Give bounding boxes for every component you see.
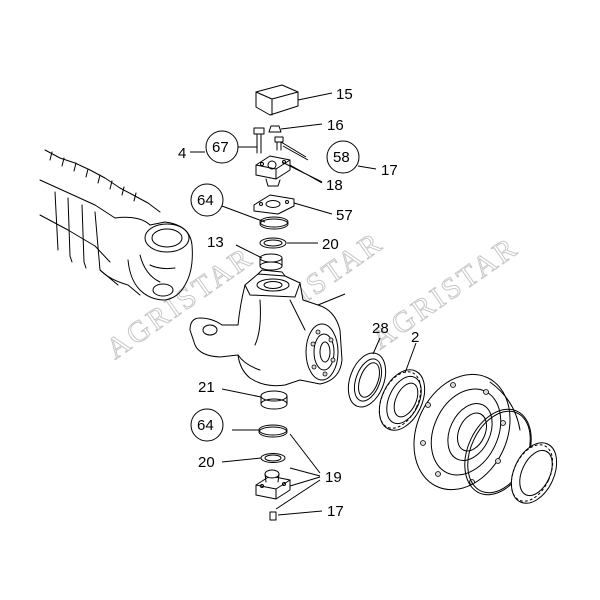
label-15: 15 — [336, 86, 353, 103]
part-19-lower-flange — [255, 469, 291, 500]
label-4: 4 — [178, 145, 186, 162]
part-16-nipple — [268, 125, 282, 133]
outer-bearing — [510, 442, 558, 504]
label-17-lower: 17 — [327, 503, 344, 520]
label-64-upper: 64 — [197, 192, 214, 209]
label-18: 18 — [326, 177, 343, 194]
part-67-bolt — [253, 127, 265, 154]
wheel-hub — [413, 373, 521, 491]
part-28-seal — [347, 352, 387, 408]
part-2-bearing — [378, 369, 426, 431]
part-17-lower-nipple — [269, 511, 277, 521]
label-16: 16 — [327, 117, 344, 134]
label-2: 2 — [411, 329, 419, 346]
label-20-upper: 20 — [322, 236, 339, 253]
part-labels: 15 16 4 67 58 17 18 64 57 13 20 28 2 21 … — [178, 86, 419, 520]
label-19: 19 — [325, 469, 342, 486]
label-13: 13 — [207, 234, 224, 251]
part-20-upper-seal — [259, 237, 287, 249]
part-64-lower-ring — [258, 424, 288, 438]
part-15-cover — [255, 84, 299, 116]
part-57-shim — [253, 194, 295, 215]
part-58-bolts — [274, 136, 284, 151]
label-64-lower: 64 — [197, 417, 214, 434]
part-21-lower-bearing — [260, 390, 288, 410]
leader-lines — [190, 92, 417, 516]
axle-housing — [39, 149, 193, 301]
part-64-upper-ring — [259, 216, 289, 230]
part-18-upper-flange — [255, 155, 291, 187]
label-21: 21 — [198, 379, 215, 396]
steering-knuckle — [189, 269, 343, 387]
label-17-upper: 17 — [381, 162, 398, 179]
label-57: 57 — [336, 207, 353, 224]
label-20-lower: 20 — [198, 454, 215, 471]
circled-callouts — [190, 130, 360, 442]
watermark-3: AGRISTAR — [365, 230, 525, 355]
part-13-bearing — [259, 253, 283, 271]
label-28: 28 — [372, 320, 389, 337]
label-58: 58 — [333, 149, 350, 166]
label-67: 67 — [212, 139, 229, 156]
part-20-lower-seal — [260, 453, 286, 463]
